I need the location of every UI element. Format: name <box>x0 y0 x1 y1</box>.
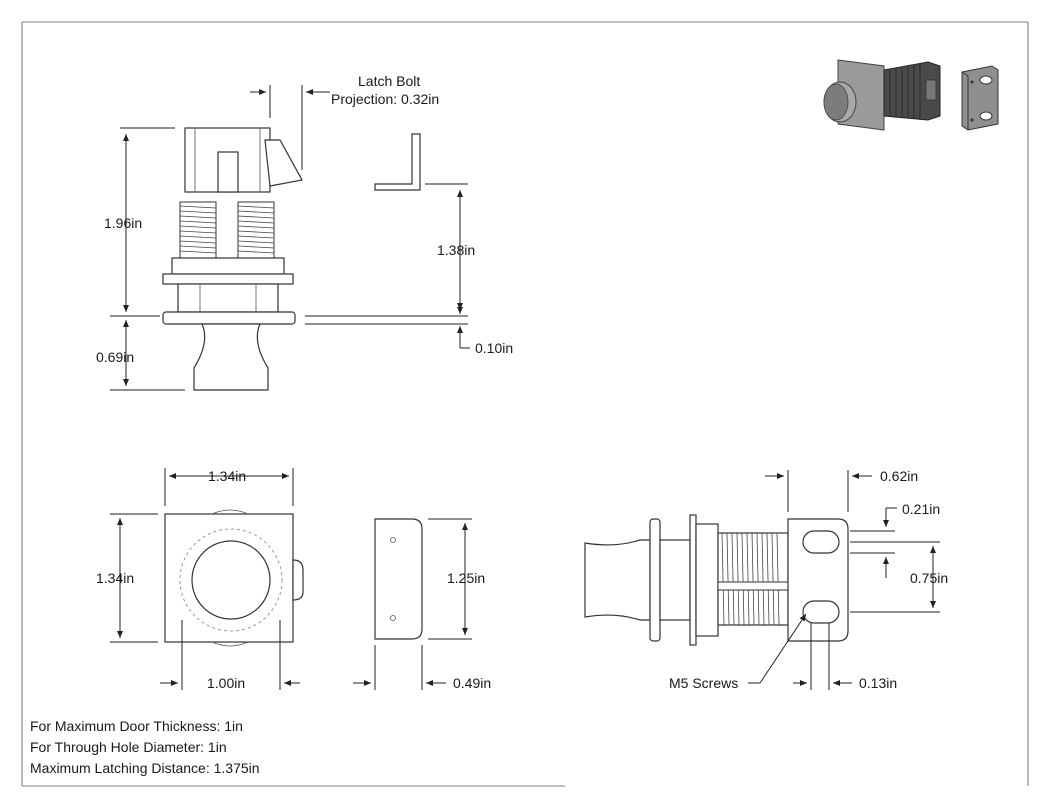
dim-bracket-thickness <box>305 306 470 349</box>
dim-height-total <box>110 127 175 317</box>
dim-bracket-height <box>305 183 468 317</box>
dim-slot-gap <box>793 623 852 690</box>
latch-assembly-side-view <box>584 514 849 646</box>
dim-side-offset <box>765 470 872 512</box>
note-through-hole-diameter: For Through Hole Diameter: 1in <box>30 739 227 755</box>
latch-front-view <box>164 509 304 647</box>
callout-m5-screws: M5 Screws <box>669 675 738 691</box>
dim-knob-height <box>110 320 185 391</box>
dim-slot-width <box>850 507 897 578</box>
strike-plate-front-view <box>374 518 423 640</box>
dim-front-height <box>110 513 158 643</box>
dim-knob-diameter <box>160 620 300 690</box>
dim-label-knob-diameter: 1.00in <box>207 675 245 691</box>
callout-latch-bolt-line2: Projection: 0.32in <box>331 91 439 107</box>
dim-label-slot-gap: 0.13in <box>859 675 897 691</box>
drawing-border <box>21 21 1029 787</box>
dim-label-side-offset: 0.62in <box>880 468 918 484</box>
callout-leader-m5-screws <box>748 613 807 684</box>
dim-plate-width <box>353 645 446 690</box>
note-max-latching-distance: Maximum Latching Distance: 1.375in <box>30 760 260 776</box>
dim-label-plate-height: 1.25in <box>447 570 485 586</box>
dim-front-width <box>164 468 294 506</box>
dim-label-height-total: 1.96in <box>104 215 142 231</box>
dim-label-bracket-height: 1.38in <box>437 242 475 258</box>
dim-slot-spacing <box>850 541 940 613</box>
bracket-side-view <box>374 133 421 191</box>
latch-side-view <box>162 127 303 391</box>
callout-latch-bolt-line1: Latch Bolt <box>358 73 420 89</box>
spec-notes: For Maximum Door Thickness: 1in For Thro… <box>30 716 260 779</box>
note-max-door-thickness: For Maximum Door Thickness: 1in <box>30 718 243 734</box>
dim-plate-height <box>428 518 472 640</box>
product-isometric-render <box>823 59 999 131</box>
dim-latch-projection <box>250 85 330 170</box>
dim-label-bracket-thickness: 0.10in <box>475 340 513 356</box>
dim-label-knob-height: 0.69in <box>96 349 134 365</box>
dim-label-plate-width: 0.49in <box>453 675 491 691</box>
dim-label-front-width: 1.34in <box>208 468 246 484</box>
dim-label-slot-spacing: 0.75in <box>910 570 948 586</box>
dim-label-front-height: 1.34in <box>96 570 134 586</box>
dim-label-slot-width: 0.21in <box>902 501 940 517</box>
